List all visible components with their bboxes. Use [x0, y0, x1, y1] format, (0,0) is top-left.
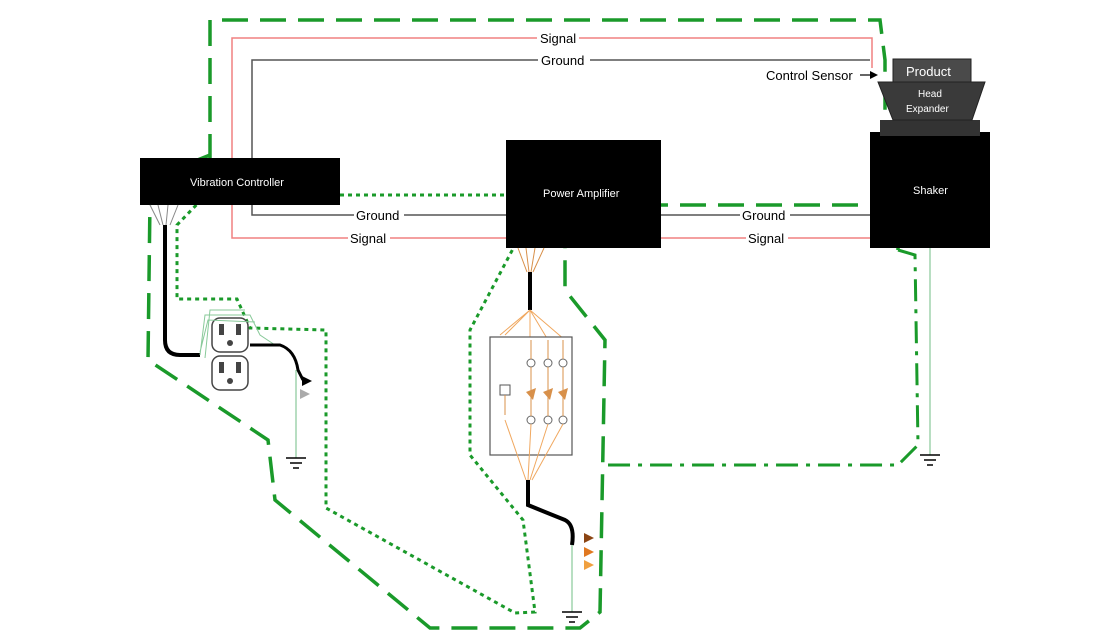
- controller-power-cord: [163, 225, 200, 357]
- panel-output-wires: [504, 419, 564, 481]
- product-label: Product: [906, 64, 951, 79]
- head-expander-label-line1: Head: [918, 89, 942, 100]
- wall-outlet: [211, 317, 249, 391]
- left-earth-ground-icon: [286, 457, 306, 469]
- center-earth-ground-icon: [562, 611, 582, 623]
- vibration-controller-label: Vibration Controller: [190, 177, 284, 189]
- control-sensor-arrowhead: [870, 71, 878, 79]
- controller-plug-fan: [149, 204, 179, 226]
- panel-arrow-amber: [584, 560, 594, 570]
- outlet-arrow-grey: [300, 389, 310, 399]
- product-box: [892, 58, 972, 83]
- panel-internal-wires: [504, 340, 564, 416]
- ground-label-top: Ground: [541, 53, 584, 68]
- power-amplifier-box: [506, 140, 661, 248]
- panel-output-cord: [526, 480, 575, 546]
- shaker-label: Shaker: [913, 185, 948, 197]
- breaker-ground-terminal: [499, 384, 511, 396]
- ground-label-left: Ground: [356, 208, 399, 223]
- vibration-controller-box: [140, 158, 340, 205]
- panel-arrow-brown: [584, 533, 594, 543]
- signal-wire-left: [231, 205, 508, 239]
- amplifier-plug-fan: [517, 247, 545, 273]
- shaker-top-plate: [880, 120, 980, 136]
- breaker-contacts: [526, 358, 568, 425]
- ground-loop-dash-dot: [605, 248, 920, 467]
- power-amplifier-label: Power Amplifier: [543, 188, 620, 200]
- ground-wire-left: [251, 205, 508, 216]
- signal-label-left: Signal: [350, 231, 386, 246]
- outlet-wires: [199, 309, 276, 359]
- signal-label-right: Signal: [748, 231, 784, 246]
- outlet-arrow-black: [302, 376, 312, 386]
- right-earth-ground-icon: [920, 454, 940, 466]
- signal-label-top: Signal: [540, 31, 576, 46]
- outlet-output-cord: [250, 343, 305, 381]
- ground-wire-top: [251, 59, 870, 158]
- ground-loop-dotted: [175, 193, 537, 615]
- panel-arrow-orange: [584, 547, 594, 557]
- panel-input-wires: [499, 309, 566, 341]
- ground-label-right: Ground: [742, 208, 785, 223]
- shaker-box: [870, 132, 990, 248]
- head-expander-label-line2: Expander: [906, 104, 949, 115]
- control-sensor-label: Control Sensor: [766, 68, 853, 83]
